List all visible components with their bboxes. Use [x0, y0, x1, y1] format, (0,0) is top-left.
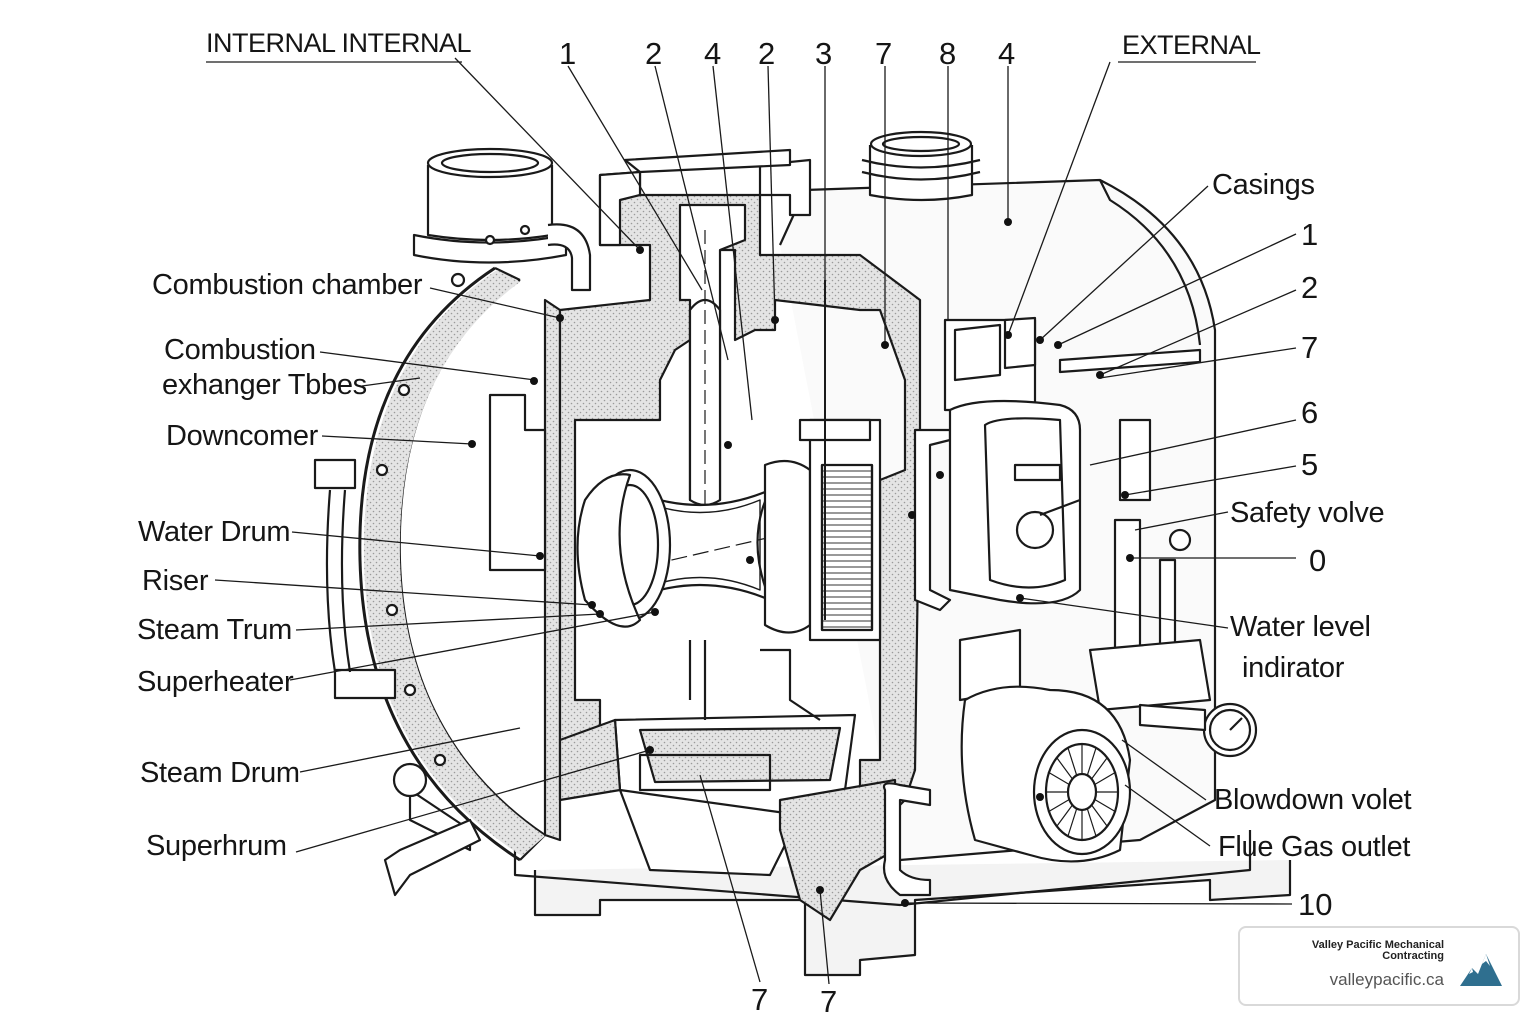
- right-number-10: 10: [1298, 887, 1333, 922]
- right-number-7: 7: [1301, 330, 1319, 365]
- top-number-6: 7: [875, 36, 893, 71]
- company-name: Valley Pacific Mechanical Contracting: [1311, 939, 1444, 962]
- right-number-6: 6: [1301, 395, 1319, 430]
- top-number-2: 2: [645, 36, 663, 71]
- label-blowdown-valve: Blowdown volet: [1214, 784, 1412, 816]
- bottom-number-7-left: 7: [751, 982, 769, 1017]
- top-number-4: 2: [758, 36, 776, 71]
- label-combustion: Combustion: [164, 334, 316, 366]
- label-riser: Riser: [142, 565, 209, 597]
- company-badge: Valley Pacific Mechanical Contracting va…: [1238, 926, 1520, 1006]
- internal-header: INTERNAL INTERNAL: [206, 28, 472, 58]
- top-number-1: 1: [559, 36, 577, 71]
- label-flue-gas-outlet: Flue Gas outlet: [1218, 831, 1411, 863]
- label-safety-valve: Safety volve: [1230, 497, 1385, 529]
- right-number-0: 0: [1309, 543, 1327, 578]
- company-url: valleypacific.ca: [1329, 970, 1444, 989]
- label-water-drum: Water Drum: [138, 516, 291, 548]
- label-indicator: indirator: [1242, 652, 1345, 684]
- top-number-3: 4: [704, 36, 722, 71]
- label-downcomer: Downcomer: [166, 420, 319, 452]
- label-casings: Casings: [1212, 169, 1315, 201]
- bottom-number-7-right: 7: [820, 984, 838, 1019]
- label-superhrum: Superhrum: [146, 830, 287, 862]
- right-number-1: 1: [1301, 217, 1319, 252]
- boiler-body: [313, 130, 1292, 977]
- label-water-level: Water level: [1230, 611, 1371, 643]
- right-number-2: 2: [1301, 270, 1319, 305]
- leader-lines: [206, 57, 1297, 985]
- label-steam-drum: Steam Drum: [140, 757, 300, 789]
- external-header: EXTERNAL: [1122, 30, 1261, 60]
- label-combustion-chamber: Combustion chamber: [152, 269, 423, 301]
- top-number-7: 8: [939, 36, 957, 71]
- top-number-8: 4: [998, 36, 1016, 71]
- right-number-5: 5: [1301, 447, 1319, 482]
- label-superheater: Superheater: [137, 666, 294, 698]
- top-number-5: 3: [815, 36, 833, 71]
- label-exchanger-tubes: exhanger Tbbes: [162, 369, 367, 401]
- leader-dots: [468, 218, 1134, 907]
- mountain-logo-icon: [1460, 954, 1502, 986]
- label-steam-trum: Steam Trum: [137, 614, 292, 646]
